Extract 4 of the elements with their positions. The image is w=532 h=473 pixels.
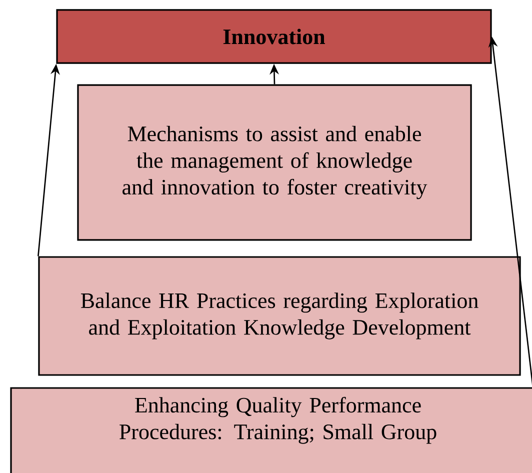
process-box: Balance HR Practices regarding Exploration and Exploitation Knowledge Development (38, 256, 521, 376)
process-box: Mechanisms to assist and enable the management of knowledge and innovation to foster creativity (77, 84, 472, 241)
title-box: Innovation (56, 9, 492, 64)
process-box: Enhancing Quality Performance Procedures: Training; Small Group (10, 387, 532, 473)
